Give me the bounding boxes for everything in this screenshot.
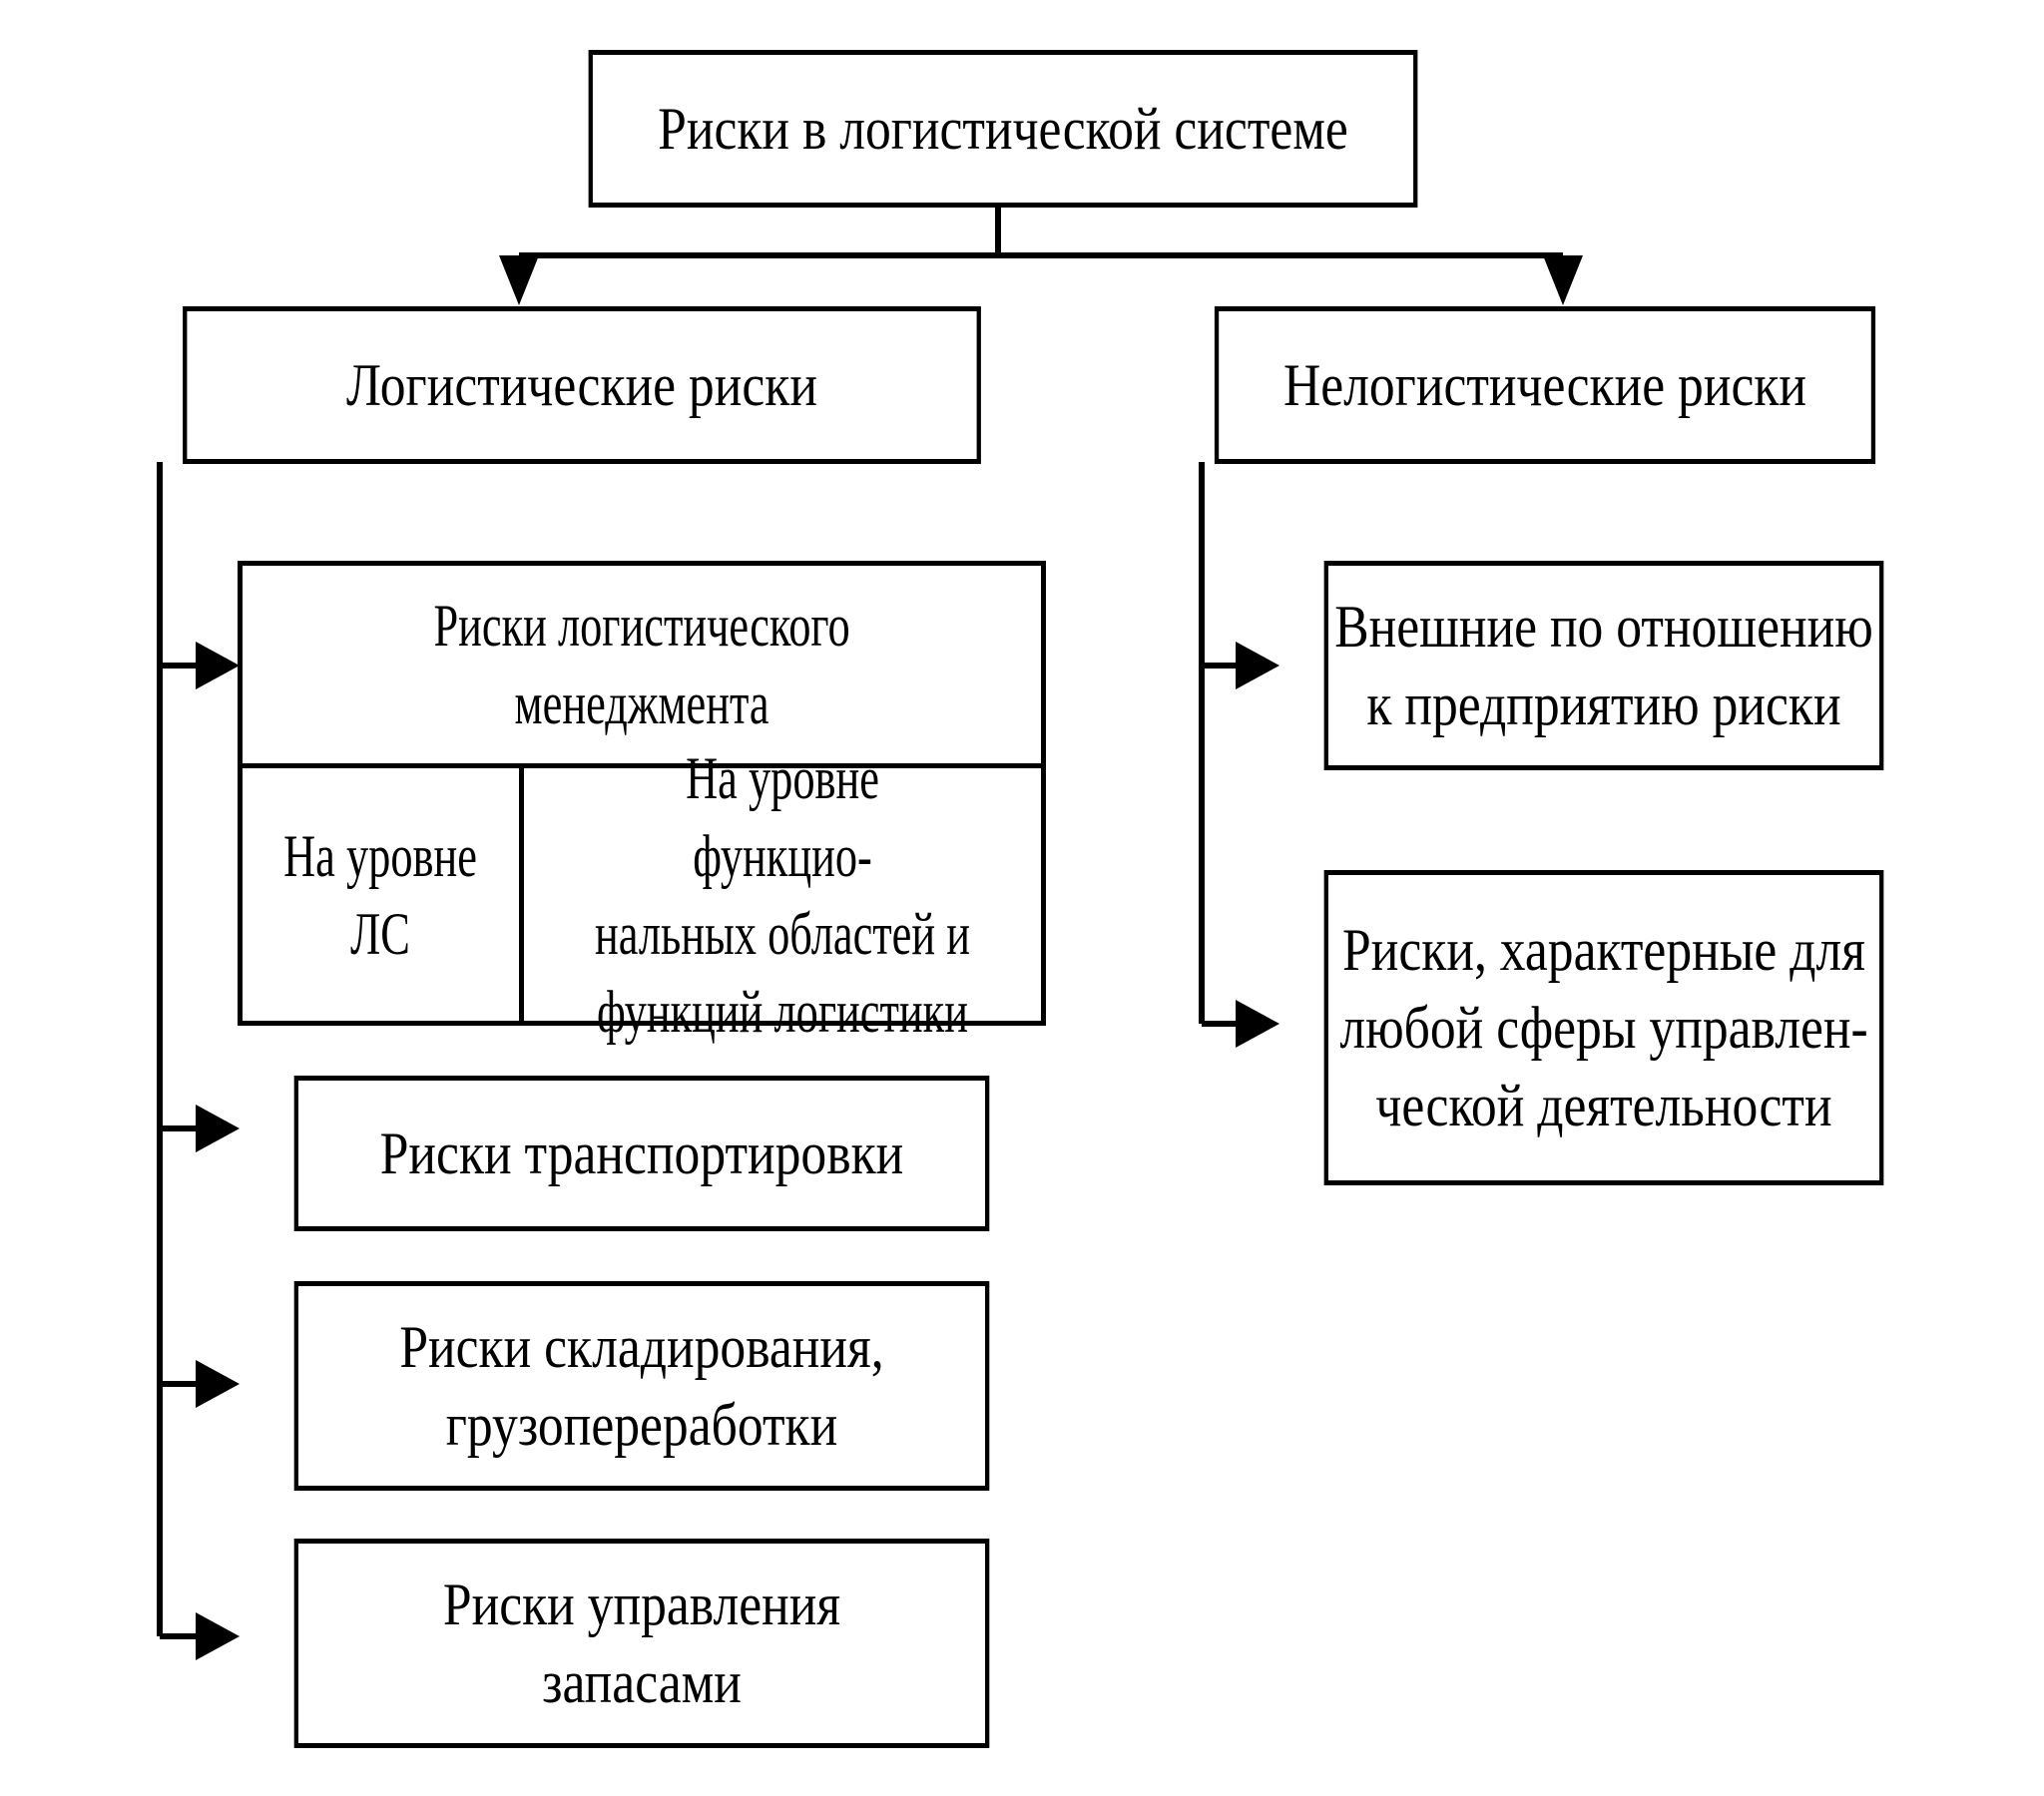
management-risks-node: Риски логистического менеджмента На уров… [238, 561, 1046, 1045]
logistic-risks-node: Логистические риски [183, 306, 981, 464]
arrow-right-external [1236, 642, 1279, 689]
level-ls-cell: На уровне ЛС [243, 768, 524, 1021]
inventory-risks-line2: запасами [542, 1649, 742, 1715]
level-ls-line2: ЛС [350, 900, 411, 967]
transport-risks-title: Риски транспортировки [379, 1121, 904, 1186]
level-ls-line1: На уровне [283, 822, 478, 889]
arrow-right-management [196, 642, 240, 689]
management-title-cell: Риски логистического менеджмента [243, 566, 1041, 768]
logistic-risks-title: Логистические риски [346, 352, 817, 418]
general-risks-node: Риски, характерные для любой сферы управ… [1323, 870, 1884, 1185]
arrow-down-left [499, 255, 539, 305]
inventory-risks-line1: Риски управления [442, 1572, 841, 1637]
arrow-right-transport [196, 1105, 240, 1152]
arrow-right-inventory [196, 1612, 240, 1660]
arrow-right-general [1236, 1000, 1279, 1048]
management-title-line2: менеджмента [514, 671, 769, 736]
management-title-line1: Риски логистического [433, 593, 850, 659]
level-functional-cell: На уровне функцио- нальных областей и фу… [524, 745, 1041, 1045]
nonlogistic-risks-node: Нелогистические риски [1214, 306, 1876, 464]
external-risks-line2: к предприятию риски [1366, 672, 1841, 737]
nonlogistic-risks-title: Нелогистические риски [1282, 352, 1807, 418]
inventory-risks-node: Риски управления запасами [293, 1539, 990, 1748]
level-functional-line1: На уровне функцио- [686, 744, 879, 889]
root-title: Риски в логистической системе [658, 96, 1348, 162]
external-risks-node: Внешние по отношению к предприятию риски [1323, 561, 1884, 770]
level-functional-line3: функций логистики [597, 978, 968, 1045]
level-functional-line2: нальных областей и [595, 900, 970, 967]
root-node: Риски в логистической системе [588, 50, 1418, 208]
external-risks-line1: Внешние по отношению [1334, 594, 1873, 660]
general-risks-line2: любой сферы управлен- [1339, 995, 1868, 1061]
transport-risks-node: Риски транспортировки [293, 1076, 990, 1231]
general-risks-line3: ческой деятельности [1375, 1073, 1832, 1138]
warehouse-risks-line1: Риски складирования, [399, 1314, 884, 1380]
warehouse-risks-line2: грузопереработки [445, 1392, 838, 1458]
arrow-right-warehouse [196, 1360, 240, 1408]
warehouse-risks-node: Риски складирования, грузопереработки [293, 1281, 990, 1491]
general-risks-line1: Риски, характерные для [1342, 917, 1865, 983]
arrow-down-right [1543, 255, 1583, 305]
